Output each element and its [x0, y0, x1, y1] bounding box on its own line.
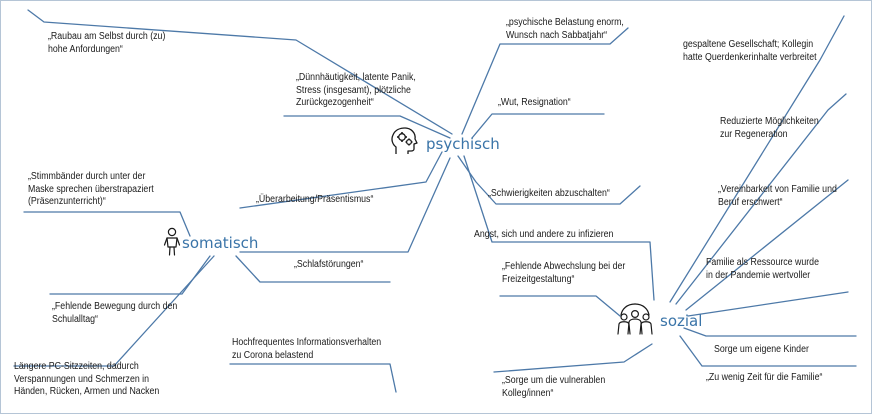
- branch-kinder: [683, 327, 857, 337]
- node-abschalten: „Schwierigkeiten abzuschalten“: [488, 188, 610, 199]
- node-familie-ressource: Familie als Ressource wurde in der Pande…: [706, 257, 819, 281]
- branch-gesellschaft: [669, 15, 845, 303]
- branch-familie-ressource: [687, 291, 849, 317]
- branch-informationsverhalten: [229, 363, 397, 393]
- branch-vereinbarkeit: [685, 179, 849, 311]
- node-informationsverhalten: Hochfrequentes Informationsverhalten zu …: [232, 337, 382, 361]
- branch-wut: [471, 113, 605, 139]
- node-duennhaeutigkeit: „Dünnhäutigkeit, latente Panik, Stress (…: [296, 72, 416, 108]
- branch-pc: [13, 255, 215, 367]
- node-zeit-familie: „Zu wenig Zeit für die Familie“: [706, 372, 823, 383]
- node-vereinbarkeit: „Vereinbarkeit von Familie und Beruf ers…: [718, 184, 837, 208]
- person-figure-icon: [163, 227, 181, 262]
- node-ueberarbeitung: „Überarbeitung/Präsentismus“: [256, 194, 374, 205]
- branch-schlaf: [239, 157, 451, 253]
- node-gesellschaft: gespaltene Gesellschaft; Kollegin hatte …: [683, 39, 817, 63]
- node-kinder: Sorge um eigene Kinder: [714, 344, 809, 355]
- hub-sozial: sozial: [660, 312, 703, 330]
- node-raubbau: „Raubau am Selbst durch (zu) hohe Anford…: [48, 31, 166, 55]
- branch-ueberarbeitung: [239, 151, 443, 209]
- node-stimmbaender: „Stimmbänder durch unter der Maske sprec…: [28, 171, 154, 207]
- hub-somatisch: somatisch: [182, 234, 259, 252]
- branch-zeit-familie: [679, 335, 857, 367]
- hub-psychisch: psychisch: [426, 135, 500, 153]
- node-regeneration: Reduzierte Möglichkeiten zur Regeneratio…: [720, 116, 819, 140]
- node-vulnerable: „Sorge um die vulnerablen Kolleg/innen“: [502, 375, 606, 399]
- branch-soma-mid: [235, 255, 391, 283]
- branch-belastung: [461, 27, 629, 135]
- branch-raubbau: [27, 9, 453, 135]
- branch-bewegung: [49, 255, 211, 295]
- node-pc: Längere PC-Sitzzeiten, dadurch Verspannu…: [14, 361, 160, 397]
- branch-duennhaeutigkeit: [283, 115, 451, 139]
- node-wut: „Wut, Resignation“: [498, 97, 571, 108]
- node-bewegung: „Fehlende Bewegung durch den Schulalltag…: [52, 301, 178, 325]
- branch-abwechslung: [499, 295, 621, 317]
- node-angst: Angst, sich und andere zu infizieren: [474, 229, 614, 240]
- branch-vulnerable: [493, 343, 653, 373]
- node-abwechslung: „Fehlende Abwechslung bei der Freizeitge…: [502, 261, 626, 285]
- branch-stimmbaender: [23, 211, 191, 237]
- head-gears-icon: [388, 125, 420, 162]
- node-schlaf: „Schlafstörungen“: [294, 259, 364, 270]
- group-people-icon: [612, 301, 658, 342]
- branch-angst: [463, 155, 655, 301]
- node-belastung: „psychische Belastung enorm, Wunsch nach…: [506, 17, 624, 41]
- branch-regeneration: [675, 93, 847, 305]
